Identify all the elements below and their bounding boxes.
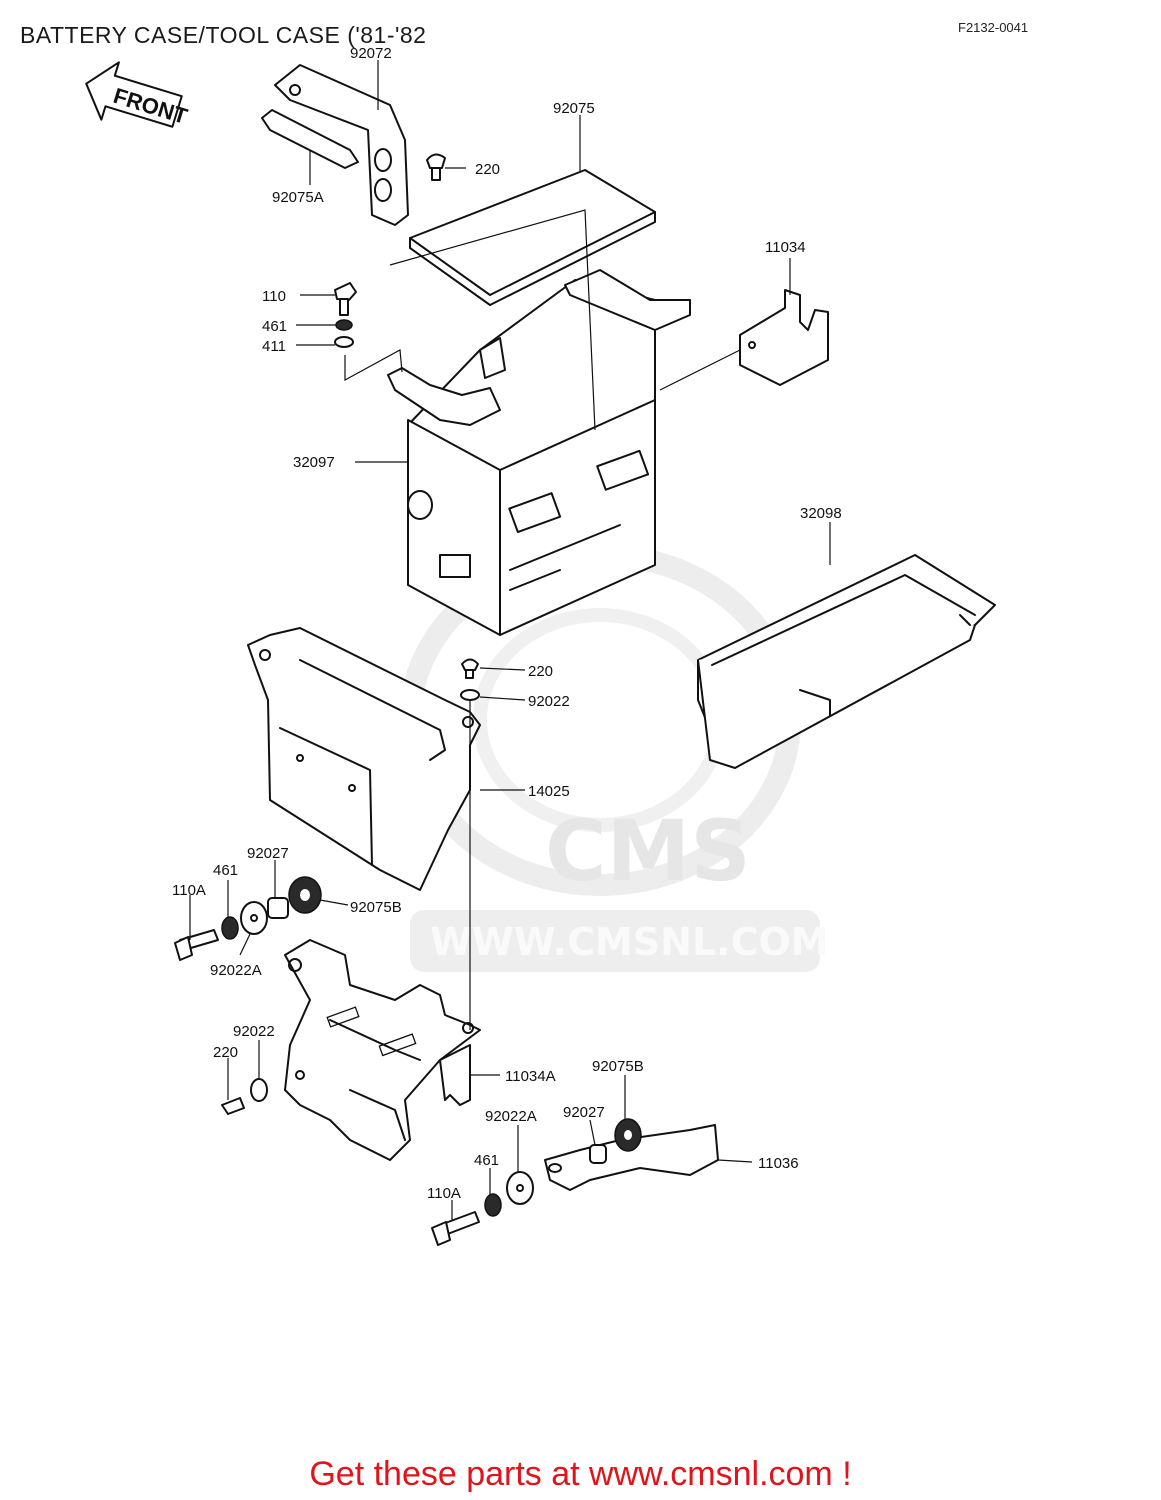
watermark-url: WWW.CMSNL.COM [430, 920, 829, 964]
part-110A-bolt-bottom [431, 1211, 480, 1246]
watermark-brand: CMS [545, 802, 751, 900]
part-label-92022A: 92022A [210, 962, 262, 979]
leader-lines [189, 60, 831, 1220]
part-label-92022A: 92022A [485, 1108, 537, 1125]
part-label-14025: 14025 [528, 783, 570, 800]
part-label-92022: 92022 [233, 1023, 275, 1040]
part-label-92075A: 92075A [272, 189, 324, 206]
part-label-461: 461 [474, 1152, 499, 1169]
part-220-screw-bottom [221, 1078, 268, 1115]
part-label-110A: 110A [427, 1185, 461, 1202]
part-92022A-washer-bottom [506, 1171, 534, 1205]
part-92075B-grommet-left [288, 876, 322, 914]
part-label-92075B: 92075B [350, 899, 402, 916]
part-461-washer-left [221, 916, 239, 940]
part-110A-bolt-left [174, 929, 219, 961]
part-label-92022: 92022 [528, 693, 570, 710]
part-label-220: 220 [213, 1044, 238, 1061]
page-title: BATTERY CASE/TOOL CASE ('81-'82 [20, 22, 427, 48]
part-label-92075B: 92075B [592, 1058, 644, 1075]
part-11034A-clip [439, 1022, 474, 1106]
part-92022A-washer-left [240, 901, 268, 935]
part-label-92075: 92075 [553, 100, 595, 117]
part-label-92027: 92027 [247, 845, 289, 862]
part-32098-tool-case [697, 554, 996, 769]
part-461-washer-bottom [484, 1193, 502, 1217]
part-label-11036: 11036 [758, 1155, 799, 1172]
part-label-92072: 92072 [350, 45, 392, 62]
part-label-110: 110 [262, 288, 286, 305]
part-label-11034A: 11034A [505, 1068, 556, 1085]
part-11036-stay [544, 1118, 719, 1191]
part-92072-strap [274, 64, 409, 226]
part-32097-battery-case [387, 269, 691, 636]
part-11034-bracket [739, 289, 829, 386]
part-label-461: 461 [213, 862, 238, 879]
figure-code: F2132-0041 [958, 20, 1029, 35]
part-label-32097: 32097 [293, 454, 335, 471]
part-220-screw-middle [460, 658, 480, 701]
footer-cta-link[interactable]: Get these parts at www.cmsnl.com ! [309, 1455, 852, 1493]
part-110-bolt [334, 282, 357, 348]
part-label-32098: 32098 [800, 505, 842, 522]
part-label-411: 411 [262, 338, 286, 355]
part-label-220: 220 [528, 663, 553, 680]
part-label-110A: 110A [172, 882, 206, 899]
part-mounting-plate [284, 939, 481, 1161]
part-label-220: 220 [475, 161, 500, 178]
part-220-screw-top [426, 153, 446, 181]
part-92075A-pad [261, 109, 359, 169]
part-92075-top-pad [409, 169, 656, 306]
part-92027-collar-left [267, 897, 289, 919]
part-label-461: 461 [262, 318, 287, 335]
part-label-92027: 92027 [563, 1104, 605, 1121]
part-label-11034: 11034 [765, 239, 806, 256]
front-arrow: FRONT [85, 61, 191, 129]
part-labels: 92072 92075 220 92075A 11034 110 461 411… [172, 45, 842, 1202]
